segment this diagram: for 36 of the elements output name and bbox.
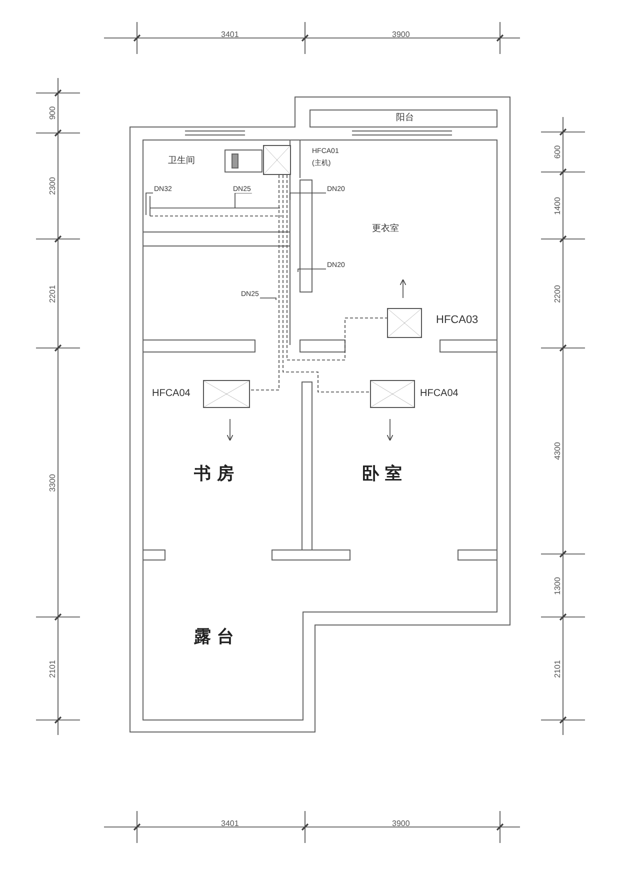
dimension-label: 3401 bbox=[221, 31, 239, 39]
dimension-label: 3900 bbox=[392, 31, 410, 39]
dimension-label: 1400 bbox=[554, 196, 562, 214]
unit-label: HFCA03 bbox=[436, 314, 478, 326]
pipe bbox=[282, 174, 370, 392]
fan-coil-unit bbox=[203, 380, 250, 408]
leader-line bbox=[234, 192, 252, 208]
unit-label: HFCA04 bbox=[420, 388, 458, 399]
dimension-label: 3300 bbox=[49, 474, 57, 492]
dimension-label: 900 bbox=[49, 106, 57, 120]
dimension-label: 2200 bbox=[554, 284, 562, 302]
unit-label: HFCA04 bbox=[152, 388, 190, 399]
dimension-label: 3401 bbox=[221, 820, 239, 828]
room-label: 卧室 bbox=[362, 465, 408, 482]
room-label: 卫生间 bbox=[168, 156, 195, 165]
room-label: 露台 bbox=[194, 628, 240, 645]
room-label: 更衣室 bbox=[372, 224, 399, 233]
dimension-label: 4300 bbox=[554, 442, 562, 460]
fan-coil-unit bbox=[370, 380, 415, 408]
pipe bbox=[286, 174, 388, 360]
dimension-label: 2101 bbox=[49, 660, 57, 678]
air-handler-unit bbox=[263, 145, 291, 175]
leader-line bbox=[146, 192, 154, 216]
leader-line bbox=[290, 192, 326, 200]
pipe bbox=[250, 174, 280, 390]
room-label: 阳台 bbox=[396, 113, 414, 122]
fan-coil-unit bbox=[387, 308, 422, 338]
dimension-label: 600 bbox=[554, 145, 562, 159]
dimension-label: 2300 bbox=[49, 177, 57, 195]
leader-line bbox=[298, 268, 326, 272]
dimension-label: 2201 bbox=[49, 284, 57, 302]
room-label: 书房 bbox=[194, 465, 240, 482]
leader-line bbox=[260, 298, 276, 300]
dimension-label: 1300 bbox=[554, 576, 562, 594]
dimension-label: 3900 bbox=[392, 820, 410, 828]
dimension-label: 2101 bbox=[554, 660, 562, 678]
